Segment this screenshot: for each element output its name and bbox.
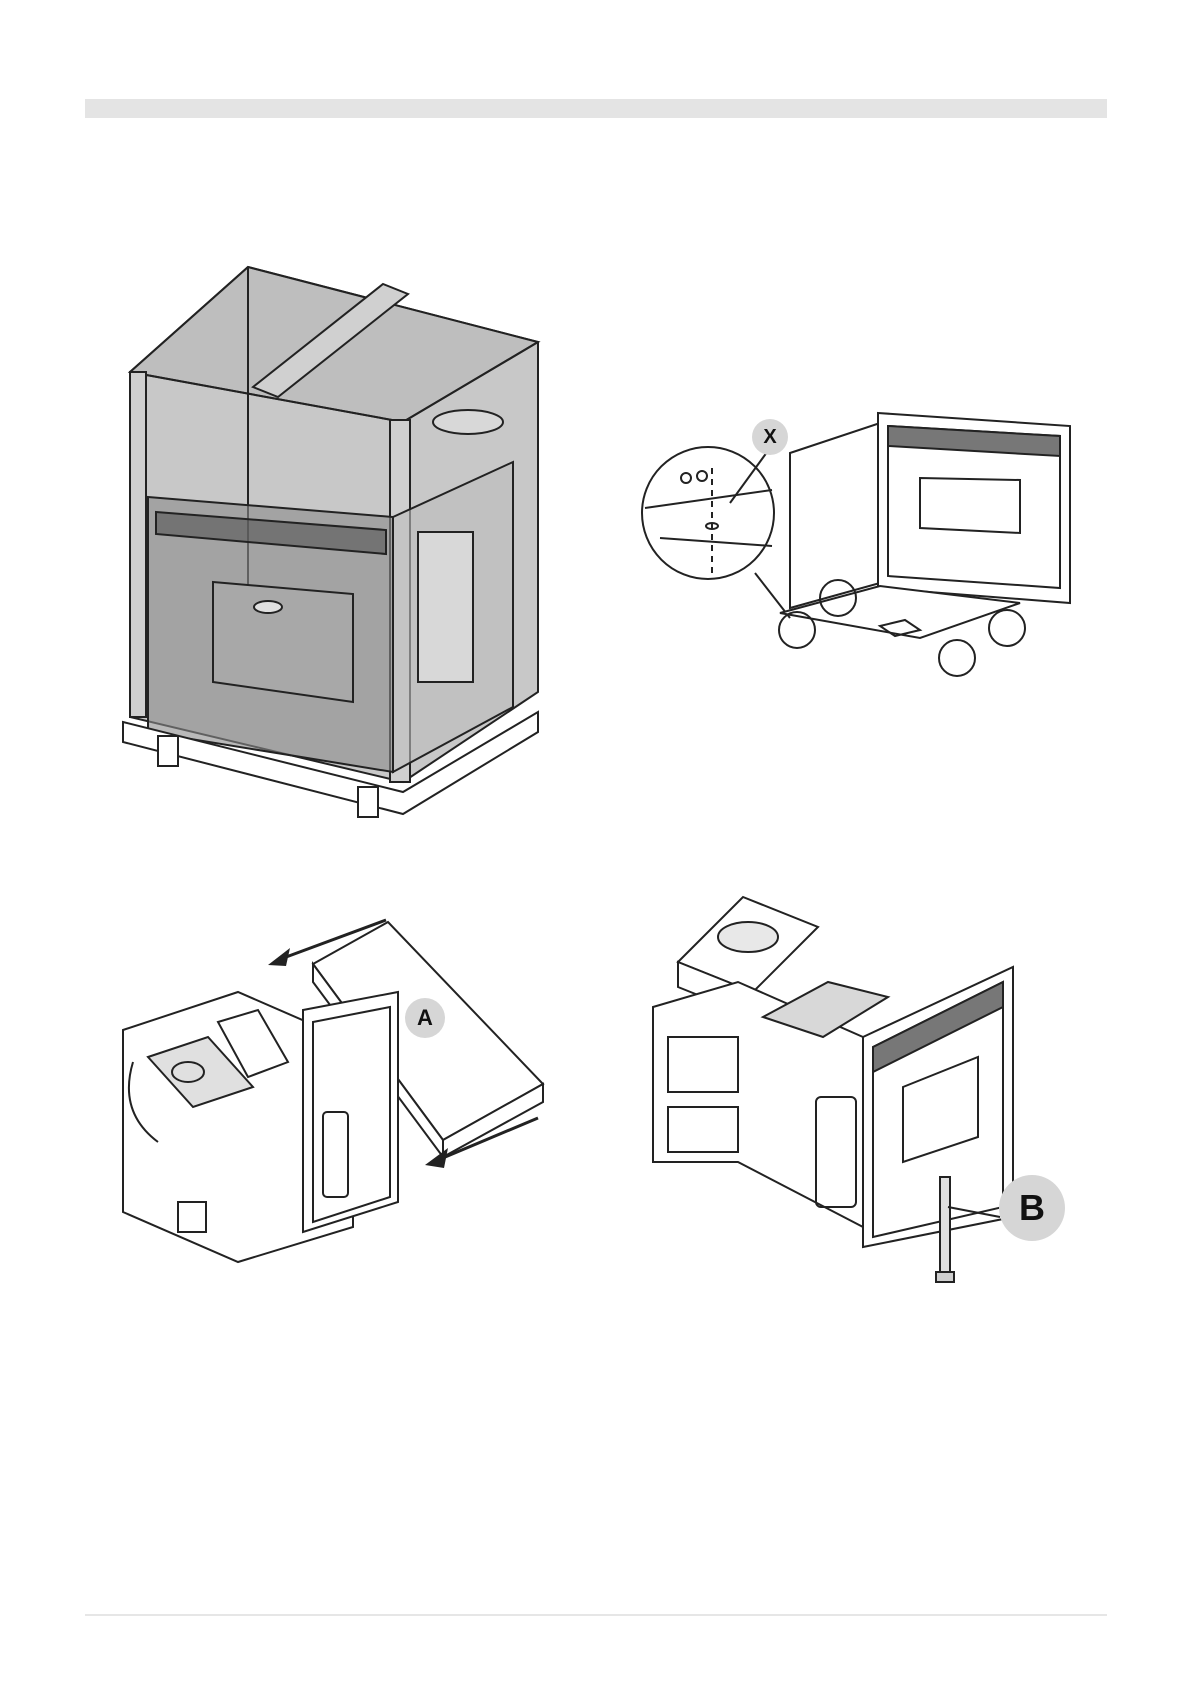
figure-screw-positions — [640, 408, 1080, 683]
callout-b: B — [999, 1175, 1065, 1241]
packaged-unit-drawing — [118, 262, 558, 827]
insert-sliding-drawing — [118, 912, 558, 1282]
callout-a: A — [405, 998, 445, 1038]
figure-insert-sliding — [118, 912, 558, 1282]
header-bar — [85, 99, 1107, 118]
callout-x: X — [752, 419, 788, 455]
footer-line — [85, 1614, 1107, 1616]
figure-packaged-unit — [118, 262, 558, 827]
screw-positions-drawing — [640, 408, 1080, 683]
